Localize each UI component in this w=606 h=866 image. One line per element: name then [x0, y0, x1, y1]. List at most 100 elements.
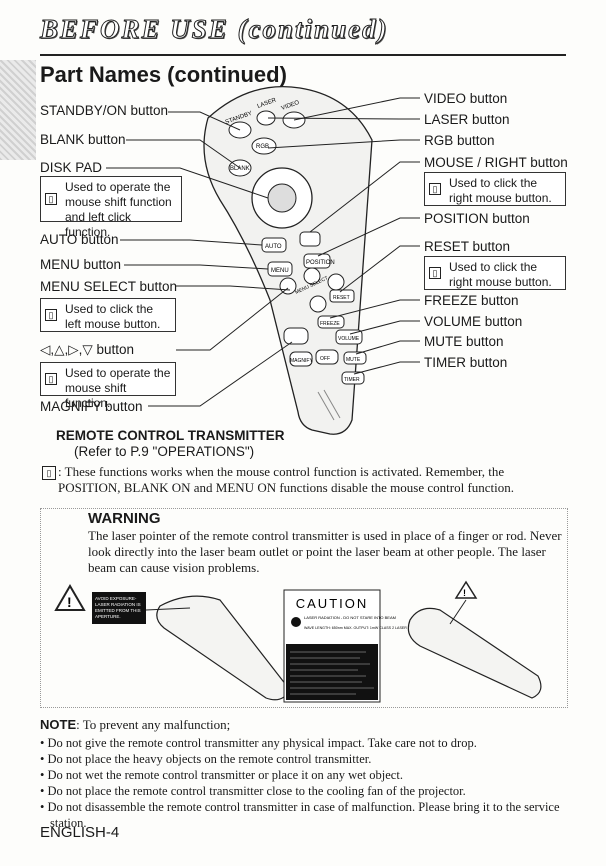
note-item: • Do not place the heavy objects on the …	[40, 752, 372, 766]
off-button-shape	[315, 349, 339, 365]
remote-reset-text: RESET	[333, 295, 350, 301]
arrows-note: ▯ Used to operate the mouse shift functi…	[40, 362, 176, 410]
magnify-label: MAGNIFY button	[40, 399, 143, 414]
triangle-leader	[449, 599, 467, 625]
leader-lines-right	[267, 97, 420, 375]
spec-plate-lines	[290, 651, 374, 695]
note-heading: NOTE: To prevent any malfunction;	[40, 717, 230, 733]
laser-label: LASER button	[424, 112, 510, 127]
caution-line2: WAVE LENGTH: 650nm MAX. OUTPUT: 1mW CLAS…	[304, 626, 426, 630]
remote-auto-text: AUTO	[265, 244, 282, 250]
arrow-buttons-label: ◁,△,▷,▽ button	[40, 342, 135, 357]
volume-button-shape	[335, 329, 363, 345]
freeze-label: FREEZE button	[424, 293, 519, 308]
caution-title-text: CAUTION	[296, 596, 369, 611]
warning-exclaim: !	[67, 594, 72, 610]
remote-magnify-text: MAGNIFY	[290, 358, 313, 364]
mouse-icon: ▯	[429, 267, 441, 279]
warning-title: WARNING	[88, 510, 161, 527]
arrows-note-text: Used to operate the mouse shift function…	[65, 366, 171, 410]
magnify-minus-shape	[289, 351, 313, 367]
caution-line1: LASER RADIATION - DO NOT STARE INTO BEAM	[304, 615, 396, 620]
note-item: • Do not disassemble the remote control …	[40, 800, 560, 830]
remote-menu-text: MENU	[271, 268, 289, 274]
transmitter-ref: (Refer to P.9 "OPERATIONS")	[74, 444, 255, 459]
section-header: BEFORE USE (continued)	[40, 14, 389, 45]
left-arrow-button-shape	[279, 277, 297, 295]
remote-rgb-text: RGB	[256, 144, 269, 150]
timer-button-shape	[341, 371, 365, 385]
mouse-icon: ▯	[45, 373, 57, 385]
grip-line	[317, 391, 335, 421]
warning-text: The laser pointer of the remote control …	[88, 528, 562, 575]
header-rule	[40, 54, 566, 56]
disk-pad-note: ▯ Used to operate the mouse shift functi…	[40, 176, 182, 239]
blank-label: BLANK button	[40, 132, 126, 147]
mute-label: MUTE button	[424, 334, 504, 349]
timer-label: TIMER button	[424, 355, 508, 370]
disk-pad-center	[267, 183, 297, 213]
note-item: • Do not wet the remote control transmit…	[40, 768, 403, 782]
laser-sticker	[92, 592, 146, 624]
menu-label: MENU button	[40, 257, 122, 272]
sticker-leader	[145, 607, 191, 611]
magnify-plus-shape	[283, 327, 309, 345]
reset-label: RESET button	[424, 239, 511, 254]
down-arrow-button-shape	[309, 295, 327, 313]
note-item: • Do not give the remote control transmi…	[40, 736, 477, 750]
right-arrow-button-shape	[327, 273, 345, 291]
remote-side-view	[407, 607, 542, 699]
disk-pad-note-text: Used to operate the mouse shift function…	[65, 180, 172, 239]
mouse-icon: ▯	[42, 466, 56, 480]
remote-off-text: OFF	[320, 356, 330, 362]
mouse-icon: ▯	[45, 309, 57, 321]
note-list: • Do not give the remote control transmi…	[40, 735, 566, 831]
rgb-button-shape	[251, 137, 277, 155]
mouse-function-note: : These functions works when the mouse c…	[58, 464, 515, 495]
remote-mute-text: MUTE	[346, 357, 361, 363]
remote-diagram: STANDBY LASER VIDEO RGB BLANK AUTO POSIT…	[106, 85, 420, 435]
rgb-label: RGB button	[424, 133, 495, 148]
remote-blank-text: BLANK	[230, 166, 250, 172]
mouse-right-note: ▯ Used to click the right mouse button.	[424, 172, 566, 206]
warning-exclaim-small: !	[463, 588, 466, 598]
mouse-right-label: MOUSE / RIGHT button	[424, 155, 568, 170]
remote-timer-text: TIMER	[344, 377, 360, 383]
leader-lines-left	[106, 111, 293, 407]
menu-select-note-text: Used to click the left mouse button.	[65, 302, 161, 331]
standby-label: STANDBY/ON button	[40, 103, 169, 118]
note-item: • Do not place the remote control transm…	[40, 784, 466, 798]
remote-position-text: POSITION	[306, 260, 335, 266]
freeze-button-shape	[317, 315, 345, 329]
video-label: VIDEO button	[424, 91, 508, 106]
spec-plate	[286, 644, 378, 700]
reset-note: ▯ Used to click the right mouse button.	[424, 256, 566, 290]
note-label: NOTE	[40, 717, 77, 732]
grip-line	[323, 389, 341, 419]
disk-pad-label: DISK PAD	[40, 160, 103, 175]
mouse-right-button-shape	[299, 231, 321, 247]
menu-select-label: MENU SELECT button	[40, 279, 178, 294]
volume-label: VOLUME button	[424, 314, 523, 329]
reset-note-text: Used to click the right mouse button.	[449, 260, 552, 289]
section-side-tab	[0, 60, 36, 160]
up-arrow-button-shape	[303, 267, 321, 285]
note-intro: : To prevent any malfunction;	[76, 717, 231, 732]
mouse-right-note-text: Used to click the right mouse button.	[449, 176, 552, 205]
mouse-icon: ▯	[45, 193, 57, 205]
menu-select-note: ▯ Used to click the left mouse button.	[40, 298, 176, 332]
remote-volume-text: VOLUME	[338, 336, 360, 342]
mouse-icon: ▯	[429, 183, 441, 195]
warning-box	[40, 508, 568, 708]
page-title: Part Names (continued)	[40, 62, 287, 87]
laser-burst-icon	[291, 617, 301, 627]
remote-freeze-text: FREEZE	[320, 321, 340, 327]
remote-underside	[156, 595, 291, 701]
mute-button-shape	[343, 351, 367, 365]
warning-triangle-small-icon	[454, 580, 478, 599]
warning-triangle-icon	[54, 584, 86, 611]
transmitter-title: REMOTE CONTROL TRANSMITTER	[56, 428, 285, 443]
position-button-shape	[303, 253, 331, 269]
auto-label: AUTO button	[40, 232, 119, 247]
position-label: POSITION button	[424, 211, 530, 226]
